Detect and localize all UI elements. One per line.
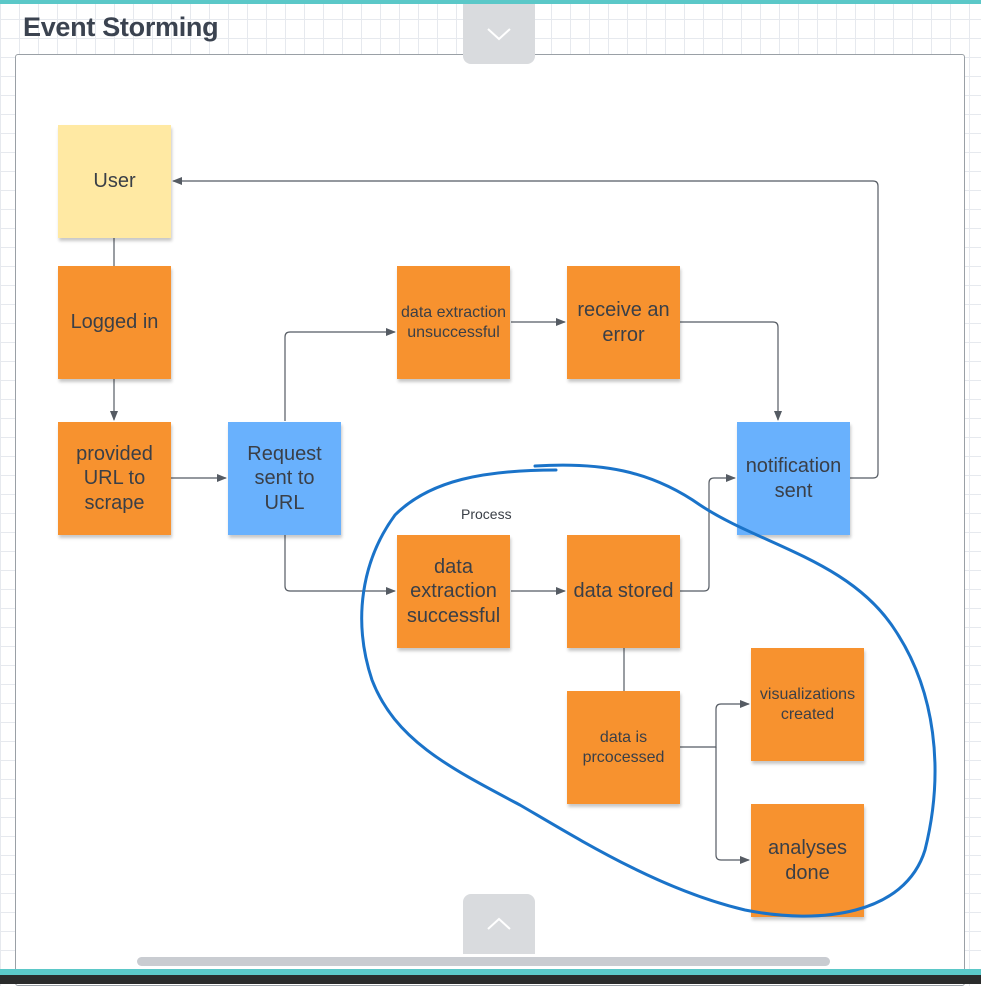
process-label[interactable]: Process: [461, 506, 512, 522]
connector-request-unsuccessful: [284, 328, 396, 421]
horizontal-scrollbar[interactable]: [137, 957, 830, 966]
board-title: Event Storming: [23, 12, 219, 42]
note-data-processed[interactable]: data is prcocessed: [567, 691, 680, 804]
note-data-stored[interactable]: data stored: [567, 535, 680, 648]
top-accent-bar: [0, 0, 981, 4]
connector-processed-visualizations: [680, 700, 750, 748]
note-extraction-unsuccessful[interactable]: data extraction unsuccessful: [397, 266, 510, 379]
note-notification-sent[interactable]: notification sent: [737, 422, 850, 535]
bottom-dark-strip: [0, 975, 981, 984]
note-visualizations-created[interactable]: visualizations created: [751, 648, 864, 761]
connector-stored-notification: [680, 474, 736, 592]
connector-request-successful: [284, 535, 396, 595]
chevron-up-icon: [487, 917, 511, 930]
connector-processed-analyses: [715, 747, 750, 864]
connector-error-notification: [680, 321, 782, 421]
note-user[interactable]: User: [58, 125, 171, 238]
chevron-down-icon: [487, 28, 511, 41]
note-receive-error[interactable]: receive an error: [567, 266, 680, 379]
note-analyses-done[interactable]: analyses done: [751, 804, 864, 917]
note-provided-url[interactable]: provided URL to scrape: [58, 422, 171, 535]
note-extraction-successful[interactable]: data extraction successful: [397, 535, 510, 648]
bottom-accent-bar: [0, 969, 981, 975]
expand-toggle[interactable]: [463, 894, 535, 954]
note-request-sent[interactable]: Request sent to URL: [228, 422, 341, 535]
collapse-toggle[interactable]: [463, 4, 535, 64]
note-logged-in[interactable]: Logged in: [58, 266, 171, 379]
